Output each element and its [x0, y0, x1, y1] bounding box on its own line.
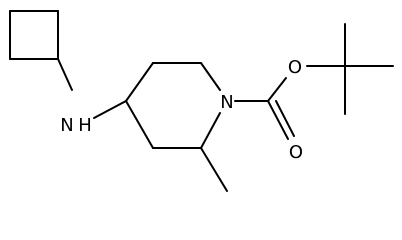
carbonyl-double-bond-inner [275, 100, 295, 137]
piperidine-bond-c4-c3 [125, 62, 154, 102]
amine-nitrogen-label: N [60, 115, 73, 136]
amine-hydrogen-label: H [78, 115, 92, 136]
cyclobutyl-nh-bond [57, 58, 73, 91]
methyl-bond [200, 147, 228, 192]
ring-nitrogen-label: N [220, 92, 233, 113]
carbonyl-double-bond-outer [267, 100, 289, 140]
carbonyl-ether-oxygen-bond [267, 77, 287, 102]
carbonyl-oxygen-label: O [289, 142, 303, 163]
piperidine-bond-n-c6 [200, 112, 221, 149]
ether-oxygen-label: O [288, 57, 302, 78]
piperidine-bond-c2-n [200, 62, 221, 91]
nh-piperidine-bond [93, 100, 127, 119]
chemical-structure-diagram: N H N O O [9, 10, 394, 192]
piperidine-bond-c5-c4 [125, 100, 154, 149]
